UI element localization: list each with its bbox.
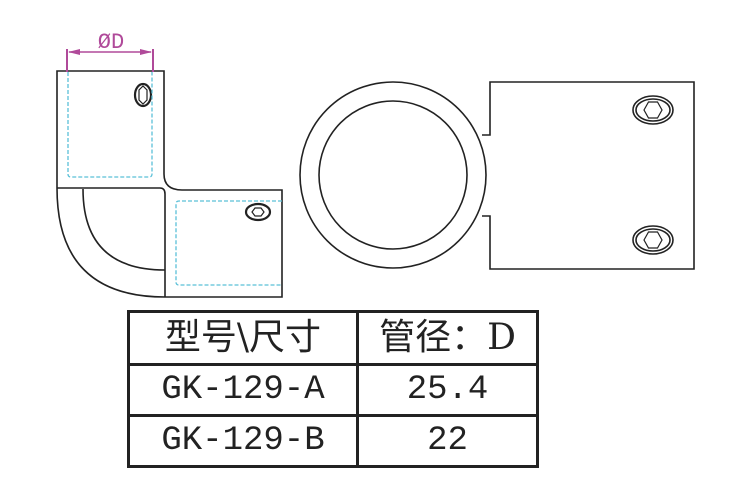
header-diameter: 管径：D [356,310,539,366]
elbow-joint-line [57,187,166,297]
table-row: GK-129-B 22 [127,414,539,468]
hex-icon [643,231,663,249]
tube-inner-circle [318,100,468,250]
elbow-outline [56,70,283,298]
diameter-dimension: ØD [66,30,154,72]
hex-bolt-bottom [632,225,674,255]
table-header-row: 型号\尺寸 管径：D [127,310,539,366]
cell-diameter: 22 [356,414,539,468]
hex-icon [643,101,663,119]
cell-model: GK-129-B [127,414,359,468]
flange-outline [482,81,695,270]
dimension-label: ØD [98,30,124,55]
elbow-inner-arc [82,188,166,271]
hidden-bore-top [67,72,153,178]
hex-bolt-top [632,95,674,125]
cell-model: GK-129-A [127,363,359,417]
cell-diameter: 25.4 [356,363,539,417]
tube-outer-circle [299,81,487,269]
hidden-bore-right [175,200,282,286]
table-row: GK-129-A 25.4 [127,363,539,417]
set-screw-top [133,82,153,108]
spec-table: 型号\尺寸 管径：D GK-129-A 25.4 GK-129-B 22 [127,310,539,468]
header-model: 型号\尺寸 [127,310,359,366]
set-screw-right [244,202,272,222]
